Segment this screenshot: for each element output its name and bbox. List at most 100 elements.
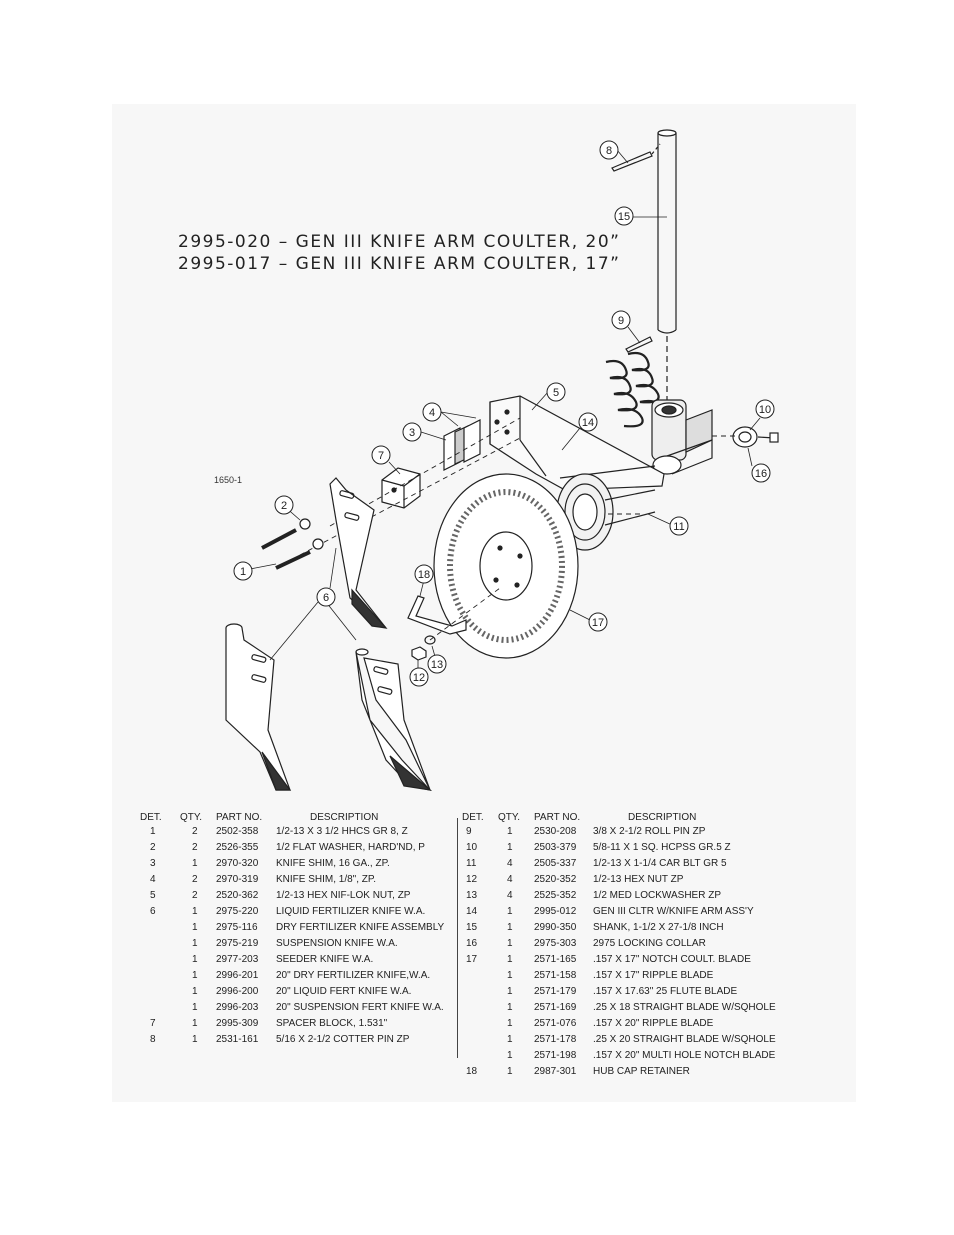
- callout-circle: [427, 654, 447, 674]
- cell-det: 10: [466, 842, 478, 853]
- callout-6: 6: [316, 587, 336, 607]
- cell-desc: KNIFE SHIM, 16 GA., ZP.: [276, 858, 390, 869]
- cell-desc: 5/8-11 X 1 SQ. HCPSS GR.5 Z: [593, 842, 731, 853]
- cell-det: 11: [466, 858, 477, 869]
- drawing-number: 1650-1: [214, 475, 243, 485]
- header-desc: DESCRIPTION: [310, 812, 379, 823]
- cell-det: 12: [466, 874, 478, 885]
- callout-number: 11: [673, 521, 684, 533]
- cell-part: 2530-208: [534, 826, 577, 837]
- cell-qty: 1: [192, 970, 198, 981]
- cell-qty: 1: [192, 954, 198, 965]
- cell-qty: 1: [507, 986, 513, 997]
- callout-number: 18: [418, 569, 430, 581]
- header-part: PART NO.: [534, 812, 581, 823]
- cell-desc: DRY FERTILIZER KNIFE ASSEMBLY: [276, 922, 445, 933]
- cell-part: 2975-220: [216, 906, 259, 917]
- cell-desc: .157 X 17" RIPPLE BLADE: [593, 970, 714, 981]
- cell-qty: 1: [192, 906, 198, 917]
- cell-det: 17: [466, 954, 478, 965]
- cell-part: 2995-309: [216, 1018, 259, 1029]
- callout-14: 14: [578, 412, 598, 432]
- callout-number: 16: [755, 468, 767, 480]
- cell-desc: 1/2-13 X 3 1/2 HHCS GR 8, Z: [276, 826, 408, 837]
- callout-circle: [371, 445, 391, 465]
- cell-desc: SPACER BLOCK, 1.531": [276, 1018, 388, 1029]
- cell-part: 2571-076: [534, 1018, 577, 1029]
- callout-circle: [751, 463, 771, 483]
- cell-desc: .25 X 18 STRAIGHT BLADE W/SQHOLE: [593, 1002, 776, 1013]
- callout-4: 4: [422, 402, 442, 422]
- title-17-inch: 2995-017 – GEN III KNIFE ARM COULTER, 17…: [178, 254, 621, 274]
- cell-det: 6: [150, 906, 156, 917]
- callout-number: 17: [592, 617, 604, 629]
- cell-qty: 1: [192, 938, 198, 949]
- callout-number: 13: [431, 659, 443, 671]
- cell-qty: 1: [192, 1034, 198, 1045]
- header-qty: QTY.: [498, 812, 521, 823]
- callout-circle: [669, 516, 689, 536]
- header-qty: QTY.: [180, 812, 203, 823]
- cell-desc: 5/16 X 2-1/2 COTTER PIN ZP: [276, 1034, 410, 1045]
- cell-part: 2571-169: [534, 1002, 577, 1013]
- table-divider: [457, 818, 458, 1058]
- cell-desc: .157 X 17" NOTCH COULT. BLADE: [593, 954, 751, 965]
- cell-qty: 2: [192, 874, 198, 885]
- title-20-inch: 2995-020 – GEN III KNIFE ARM COULTER, 20…: [178, 232, 621, 252]
- cotter-pin-part: [611, 143, 661, 172]
- cell-qty: 4: [507, 858, 513, 869]
- hub-cap-retainer-part: [407, 595, 467, 635]
- callout-5: 5: [546, 382, 566, 402]
- callout-15: 15: [614, 206, 634, 226]
- locking-collar-part: [732, 426, 779, 448]
- callout-18: 18: [414, 564, 434, 584]
- cell-part: 2970-320: [216, 858, 259, 869]
- callout-circle: [422, 402, 442, 422]
- cell-qty: 1: [507, 954, 513, 965]
- cell-qty: 1: [192, 858, 198, 869]
- cell-part: 2970-319: [216, 874, 259, 885]
- cell-part: 2520-362: [216, 890, 259, 901]
- cell-desc: .25 X 20 STRAIGHT BLADE W/SQHOLE: [593, 1034, 776, 1045]
- callout-number: 2: [281, 500, 287, 512]
- spring-part: [605, 351, 665, 428]
- cell-det: 14: [466, 906, 478, 917]
- callout-number: 10: [759, 404, 771, 416]
- cell-desc: .157 X 17.63" 25 FLUTE BLADE: [593, 986, 738, 997]
- cell-det: 7: [150, 1018, 156, 1029]
- cell-desc: 1/2 FLAT WASHER, HARD'ND, P: [276, 842, 425, 853]
- cell-part: 2531-161: [216, 1034, 259, 1045]
- cell-det: 8: [150, 1034, 156, 1045]
- cell-qty: 1: [507, 906, 513, 917]
- cell-qty: 1: [507, 1018, 513, 1029]
- cell-desc: 20" DRY FERTILIZER KNIFE,W.A.: [276, 970, 431, 981]
- cell-desc: 1/2 MED LOCKWASHER ZP: [593, 890, 721, 901]
- spacer-block-part: [381, 467, 421, 509]
- cell-desc: SUSPENSION KNIFE W.A.: [276, 938, 398, 949]
- cell-det: 2: [150, 842, 156, 853]
- callout-circle: [414, 564, 434, 584]
- callout-circle: [611, 310, 631, 330]
- cell-qty: 4: [507, 890, 513, 901]
- cell-desc: 1/2-13 HEX NUT ZP: [593, 874, 684, 885]
- cell-part: 2502-358: [216, 826, 259, 837]
- cell-qty: 1: [192, 986, 198, 997]
- cell-part: 2571-158: [534, 970, 577, 981]
- callout-circle: [588, 612, 608, 632]
- cell-qty: 1: [507, 1034, 513, 1045]
- cell-qty: 1: [192, 1018, 198, 1029]
- header-part: PART NO.: [216, 812, 263, 823]
- cell-part: 2520-352: [534, 874, 577, 885]
- callout-17: 17: [588, 612, 608, 632]
- cell-qty: 1: [507, 842, 513, 853]
- cell-desc: 20" LIQUID FERT KNIFE W.A.: [276, 986, 412, 997]
- cell-part: 2505-337: [534, 858, 577, 869]
- cell-qty: 1: [507, 1050, 513, 1061]
- cell-qty: 2: [192, 826, 198, 837]
- callout-circle: [546, 382, 566, 402]
- bolts-part: [261, 518, 324, 570]
- cell-desc: GEN III CLTR W/KNIFE ARM ASS'Y: [593, 906, 754, 917]
- cell-desc: KNIFE SHIM, 1/8", ZP.: [276, 874, 377, 885]
- cell-part: 2987-301: [534, 1066, 577, 1077]
